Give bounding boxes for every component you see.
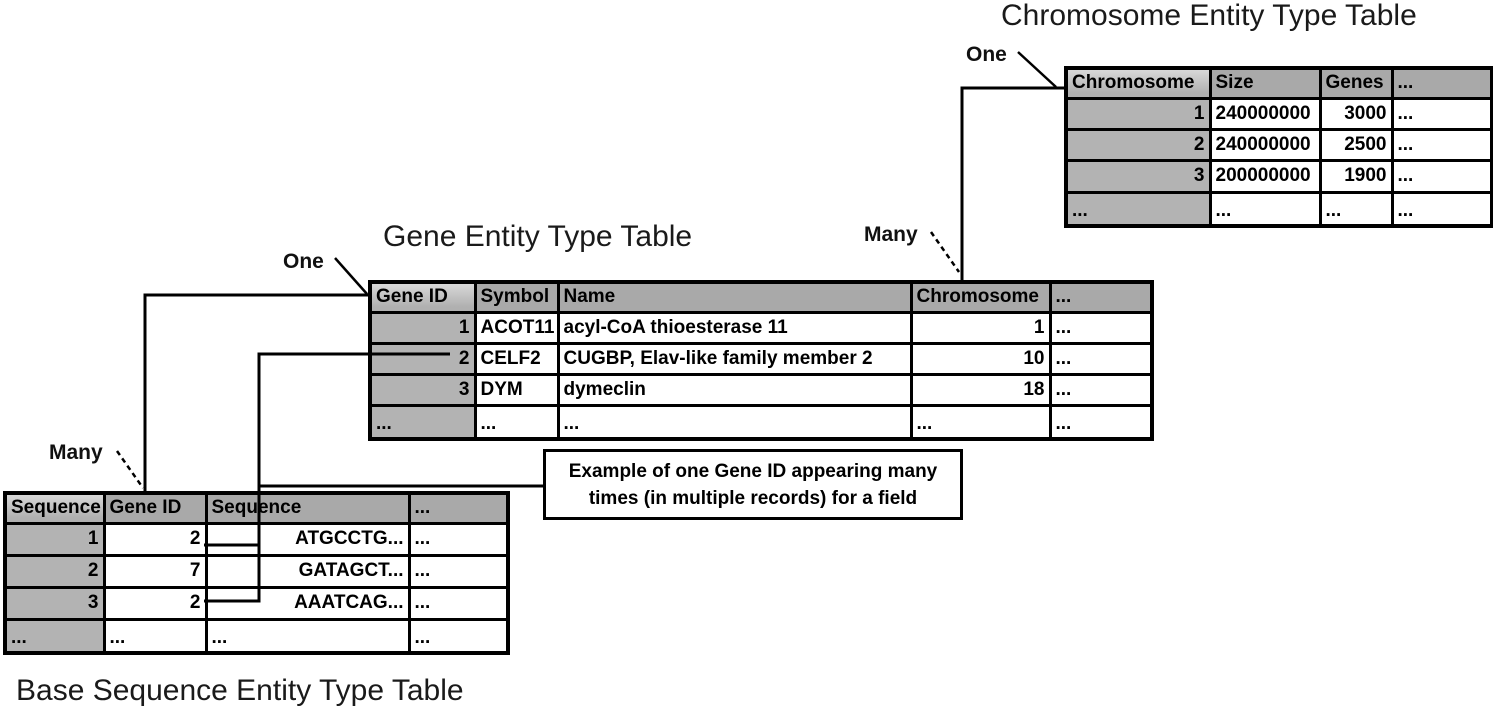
cell: ... bbox=[204, 617, 411, 655]
cell: DYM bbox=[473, 372, 560, 407]
many-tick-gene bbox=[929, 231, 961, 273]
table-row: 2 7 GATAGCT... ... bbox=[3, 553, 510, 589]
table-header-row: Chromosome Size Genes ... bbox=[1064, 66, 1493, 100]
cell: 3000 bbox=[1318, 96, 1394, 131]
table-row: ... ... ... ... bbox=[3, 617, 510, 655]
cell: 3 bbox=[1064, 158, 1212, 194]
table-row: 1 2 ATGCCTG... ... bbox=[3, 521, 510, 557]
column-header: Gene ID bbox=[102, 491, 208, 525]
cell: ACOT11 bbox=[473, 310, 560, 345]
cell: 200000000 bbox=[1208, 158, 1322, 194]
column-header: ... bbox=[407, 491, 510, 525]
cell: ... bbox=[1048, 403, 1154, 441]
cell: 1 bbox=[909, 310, 1052, 345]
annotation-line: Example of one Gene ID appearing many bbox=[568, 460, 938, 482]
example-annotation-box: Example of one Gene ID appearing many ti… bbox=[543, 449, 963, 520]
cell: ... bbox=[1318, 190, 1394, 228]
cell: 1 bbox=[3, 521, 106, 557]
cell: 1900 bbox=[1318, 158, 1394, 194]
cell: ... bbox=[407, 617, 510, 655]
many-tick-base bbox=[115, 450, 145, 489]
cell: ... bbox=[1208, 190, 1322, 228]
one-tick-chromosome bbox=[1017, 51, 1057, 88]
cell: ... bbox=[1048, 341, 1154, 376]
table-header-row: Gene ID Symbol Name Chromosome ... bbox=[368, 280, 1154, 314]
column-header: Sequence bbox=[3, 491, 106, 525]
base-sequence-table-title: Base Sequence Entity Type Table bbox=[16, 674, 464, 707]
column-header: Genes bbox=[1318, 66, 1394, 100]
cell: 1 bbox=[368, 310, 477, 345]
cell: ... bbox=[1390, 96, 1493, 131]
table-row: 2 CELF2 CUGBP, Elav-like family member 2… bbox=[368, 341, 1154, 376]
table-row: ... ... ... ... ... bbox=[368, 403, 1154, 441]
cell: acyl-CoA thioesterase 11 bbox=[556, 310, 913, 345]
table-row: 3 DYM dymeclin 18 ... bbox=[368, 372, 1154, 407]
column-header: Chromosome bbox=[1064, 66, 1212, 100]
column-header: Chromosome bbox=[909, 280, 1052, 314]
table-row: 3 2 AAATCAG... ... bbox=[3, 585, 510, 621]
cell: AAATCAG... bbox=[204, 585, 411, 621]
cell: 7 bbox=[102, 553, 208, 589]
cell: 3 bbox=[3, 585, 106, 621]
cell: ... bbox=[1048, 310, 1154, 345]
chromosome-table: Chromosome Size Genes ... 1 240000000 30… bbox=[1064, 66, 1493, 228]
table-row: ... ... ... ... bbox=[1064, 190, 1493, 228]
cell: ... bbox=[1064, 190, 1212, 228]
cell: CELF2 bbox=[473, 341, 560, 376]
cell: ... bbox=[407, 585, 510, 621]
relationship-label-one-chromosome: One bbox=[966, 43, 1007, 66]
column-header: Size bbox=[1208, 66, 1322, 100]
cell: 18 bbox=[909, 372, 1052, 407]
column-header: Gene ID bbox=[368, 280, 477, 314]
cell: ... bbox=[368, 403, 477, 441]
cell: 2 bbox=[1064, 127, 1212, 162]
table-row: 3 200000000 1900 ... bbox=[1064, 158, 1493, 194]
cell: 2 bbox=[102, 585, 208, 621]
relationship-label-one-gene: One bbox=[283, 250, 324, 273]
cell: ... bbox=[473, 403, 560, 441]
cell: dymeclin bbox=[556, 372, 913, 407]
gene-table: Gene ID Symbol Name Chromosome ... 1 ACO… bbox=[368, 280, 1154, 441]
cell: ... bbox=[1390, 158, 1493, 194]
column-header: Symbol bbox=[473, 280, 560, 314]
column-header: Name bbox=[556, 280, 913, 314]
relationship-label-many-gene: Many bbox=[864, 223, 918, 246]
cell: 3 bbox=[368, 372, 477, 407]
cell: 10 bbox=[909, 341, 1052, 376]
one-tick-gene bbox=[334, 257, 368, 295]
cell: 2 bbox=[102, 521, 208, 557]
cell: ... bbox=[909, 403, 1052, 441]
cell: ... bbox=[3, 617, 106, 655]
column-header: ... bbox=[1048, 280, 1154, 314]
cell: 240000000 bbox=[1208, 96, 1322, 131]
gene-table-title: Gene Entity Type Table bbox=[383, 220, 693, 253]
connector-gene-chromosome bbox=[929, 51, 1064, 281]
cell: GATAGCT... bbox=[204, 553, 411, 589]
cell: CUGBP, Elav-like family member 2 bbox=[556, 341, 913, 376]
column-header: Sequence bbox=[204, 491, 411, 525]
column-header: ... bbox=[1390, 66, 1493, 100]
cell: ... bbox=[556, 403, 913, 441]
relationship-label-many-base: Many bbox=[49, 441, 103, 464]
connector-base-gene bbox=[115, 257, 368, 491]
cell: 1 bbox=[1064, 96, 1212, 131]
cell: ... bbox=[407, 553, 510, 589]
annotation-line: times (in multiple records) for a field bbox=[588, 487, 918, 509]
cell: ... bbox=[407, 521, 510, 557]
cell: ... bbox=[1048, 372, 1154, 407]
table-row: 1 240000000 3000 ... bbox=[1064, 96, 1493, 131]
cell: ... bbox=[102, 617, 208, 655]
cell: ... bbox=[1390, 190, 1493, 228]
cell: 2 bbox=[3, 553, 106, 589]
base-sequence-table: Sequence Gene ID Sequence ... 1 2 ATGCCT… bbox=[3, 491, 510, 655]
table-row: 2 240000000 2500 ... bbox=[1064, 127, 1493, 162]
cell: 2500 bbox=[1318, 127, 1394, 162]
table-header-row: Sequence Gene ID Sequence ... bbox=[3, 491, 510, 525]
cell: ATGCCTG... bbox=[204, 521, 411, 557]
cell: 240000000 bbox=[1208, 127, 1322, 162]
chromosome-table-title: Chromosome Entity Type Table bbox=[1001, 0, 1417, 32]
cell: 2 bbox=[368, 341, 477, 376]
cell: ... bbox=[1390, 127, 1493, 162]
table-row: 1 ACOT11 acyl-CoA thioesterase 11 1 ... bbox=[368, 310, 1154, 345]
